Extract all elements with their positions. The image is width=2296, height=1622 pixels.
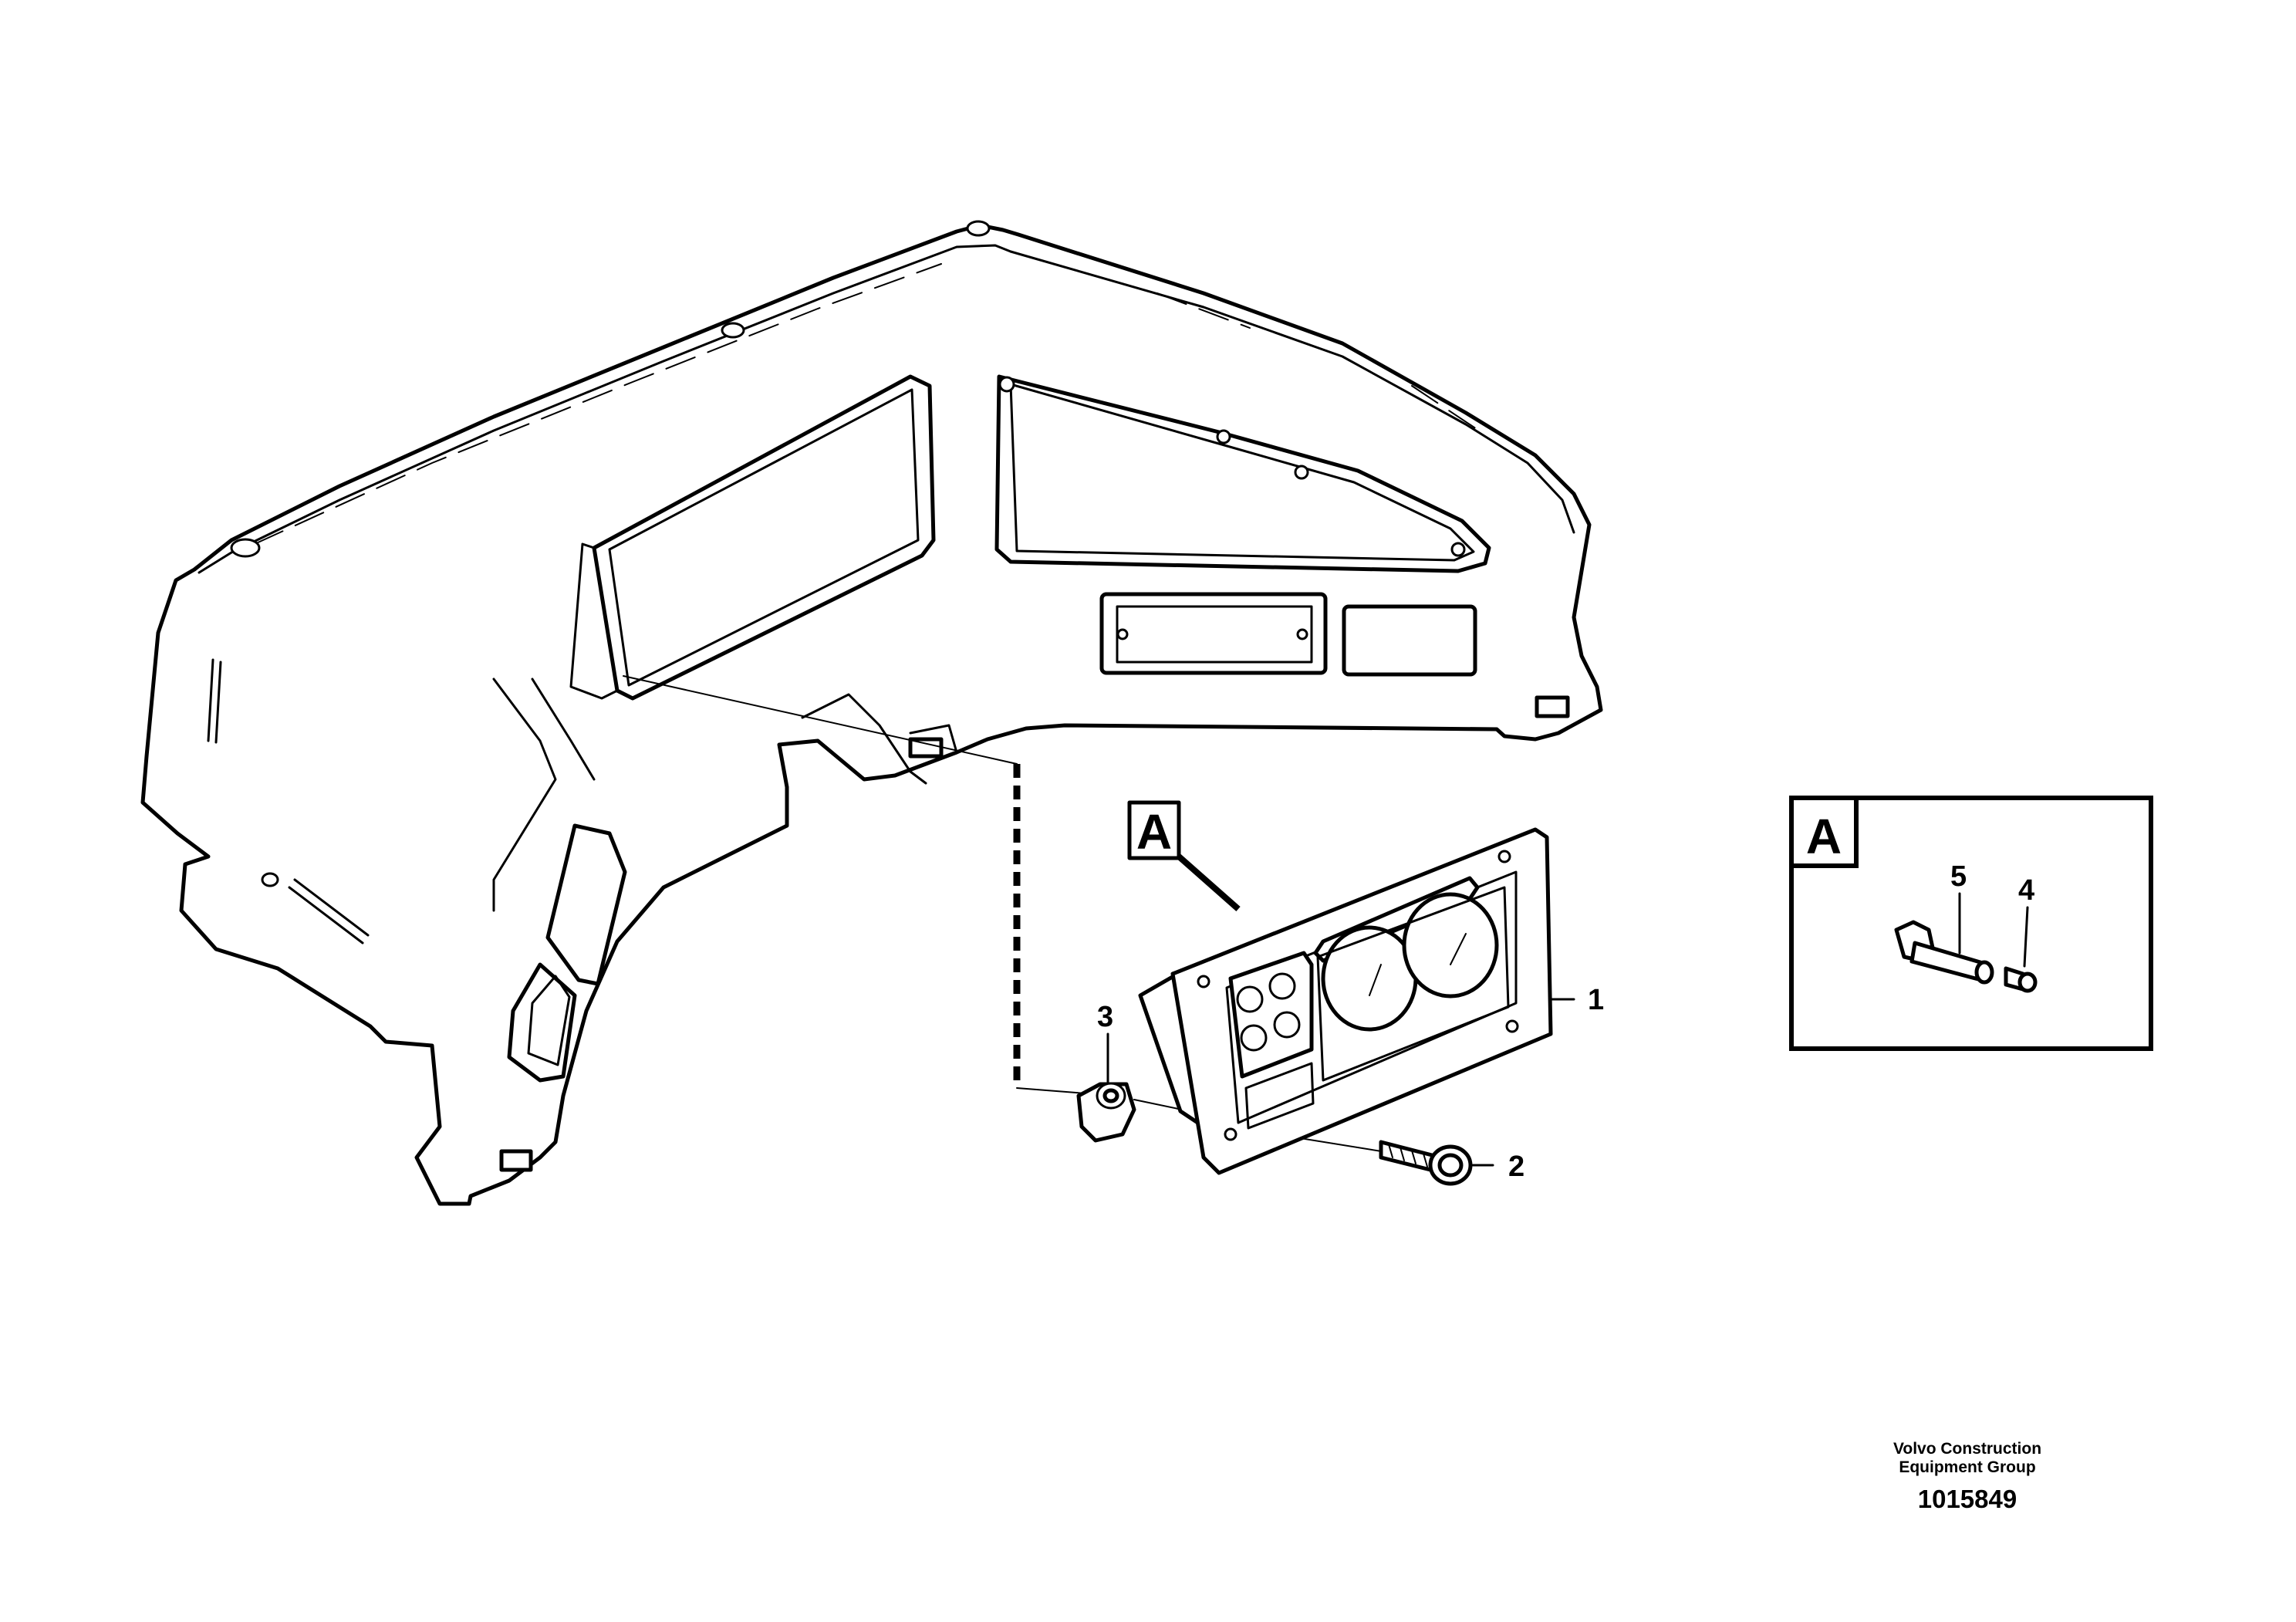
company-line-2: Equipment Group bbox=[1899, 1458, 2036, 1476]
detail-inset-letter: A bbox=[1806, 809, 1842, 864]
screw-part-2 bbox=[1379, 1140, 1473, 1186]
callout-1: 1 bbox=[1588, 984, 1604, 1016]
callouts: 1 2 3 bbox=[1097, 984, 1604, 1183]
bushing-part-3 bbox=[1076, 1082, 1136, 1143]
dashboard-panel bbox=[140, 220, 1603, 1206]
company-line-1: Volvo Construction bbox=[1893, 1440, 2042, 1458]
callout-5: 5 bbox=[1950, 860, 1967, 893]
drawing-number: 1015849 bbox=[1917, 1485, 2017, 1513]
instrument-cluster bbox=[1138, 827, 1553, 1175]
bulb-holder-part-5 bbox=[1894, 920, 1994, 985]
bulb-part-4 bbox=[2004, 966, 2038, 993]
company-name: Volvo Construction Equipment Group bbox=[1852, 1440, 2083, 1477]
detail-inset-a: A 5 4 bbox=[1789, 796, 2153, 1051]
callout-2: 2 bbox=[1508, 1151, 1524, 1183]
detail-label-text: A bbox=[1136, 804, 1172, 860]
callout-4: 4 bbox=[2018, 874, 2034, 907]
detail-label-box: A bbox=[1127, 800, 1241, 911]
callout-3: 3 bbox=[1097, 1001, 1113, 1033]
